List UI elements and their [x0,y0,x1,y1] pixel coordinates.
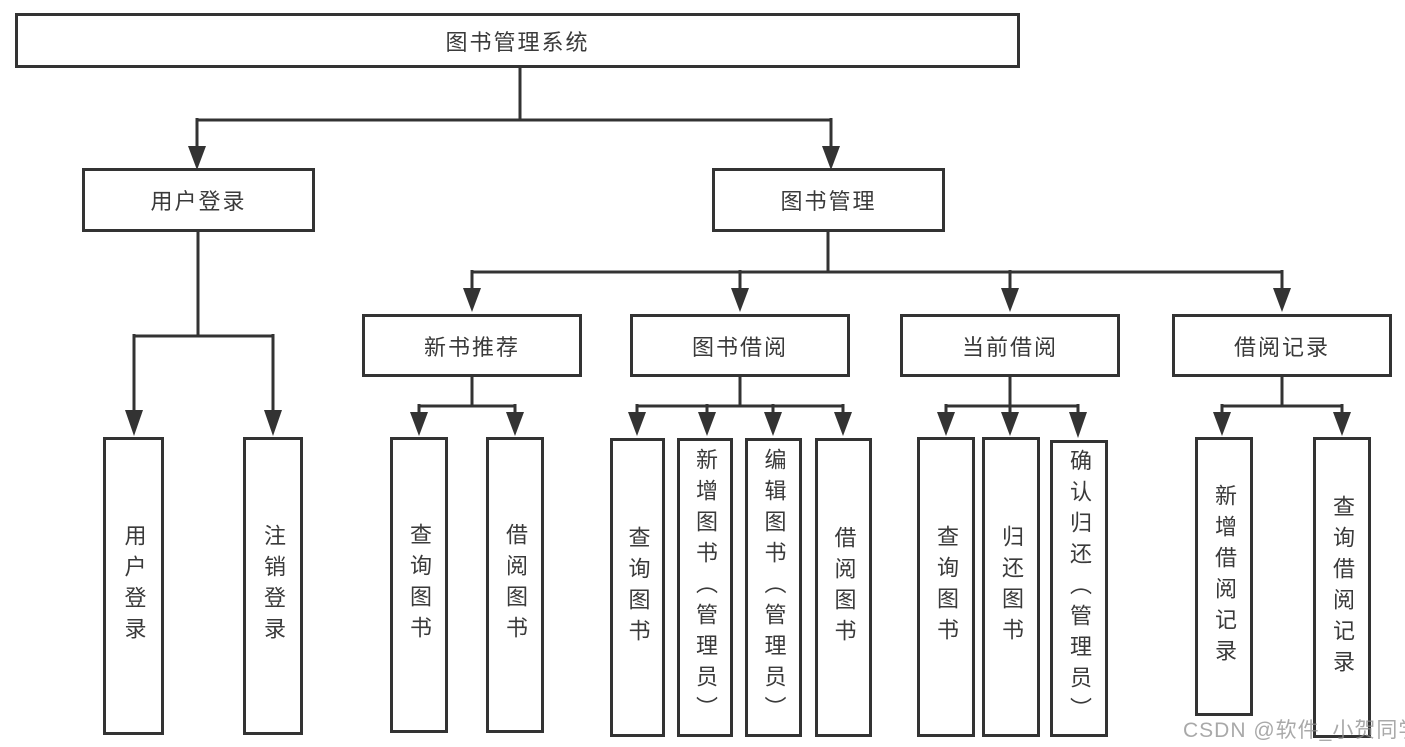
node-borrowing-records: 借阅记录 [1172,314,1392,377]
node-new-book-recommend: 新书推荐 [362,314,582,377]
node-edit-books-admin: 编辑图书（管理员） [745,438,802,737]
node-borrow-books-1: 借阅图书 [486,437,544,733]
node-add-borrow-record: 新增借阅记录 [1195,437,1253,716]
node-query-books-2: 查询图书 [610,438,665,737]
node-confirm-return-admin: 确认归还（管理员） [1050,440,1108,737]
node-query-books-1: 查询图书 [390,437,448,733]
node-library-management-system: 图书管理系统 [15,13,1020,68]
node-book-management: 图书管理 [712,168,945,232]
node-borrow-books-2: 借阅图书 [815,438,872,737]
node-current-borrowing: 当前借阅 [900,314,1120,377]
node-logout: 注销登录 [243,437,303,735]
node-user-login-leaf: 用户登录 [103,437,164,735]
node-query-books-3: 查询图书 [917,437,975,737]
node-query-borrow-record: 查询借阅记录 [1313,437,1371,738]
csdn-watermark: CSDN @软件_小贺同学 [1183,719,1405,742]
node-return-books: 归还图书 [982,437,1040,737]
node-user-login: 用户登录 [82,168,315,232]
node-book-borrowing: 图书借阅 [630,314,850,377]
node-add-books-admin: 新增图书（管理员） [677,438,733,737]
